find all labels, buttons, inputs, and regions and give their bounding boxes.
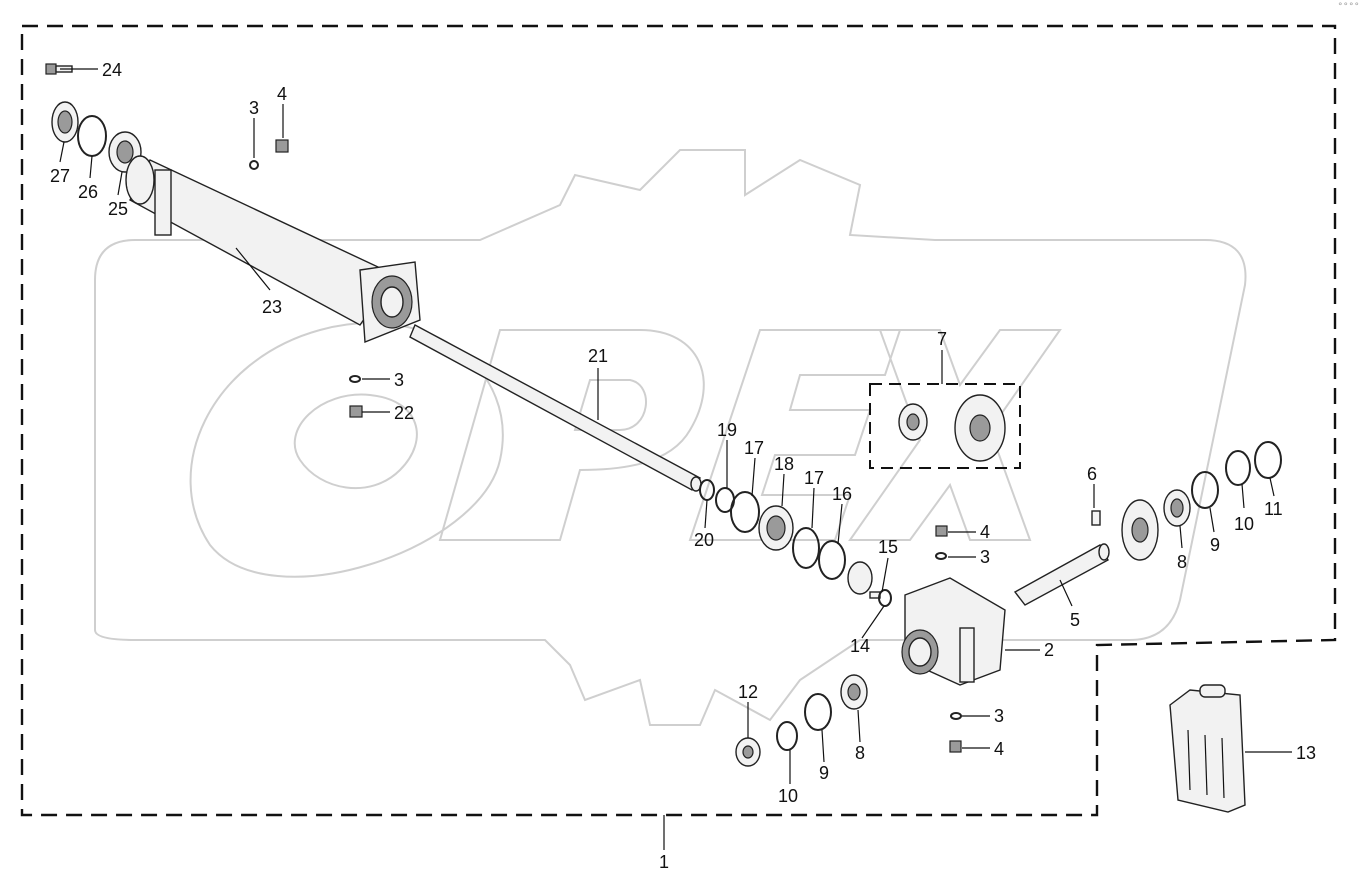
part-9-ring-lower — [804, 693, 832, 731]
callout-18: 18 — [774, 454, 794, 474]
part-26-circlip — [77, 115, 107, 157]
part-11-ring — [1254, 441, 1282, 479]
part-18-bearing — [758, 505, 794, 551]
callout-8-lower: 8 — [855, 743, 865, 763]
callout-19: 19 — [717, 420, 737, 440]
watermark-letter-p — [438, 329, 705, 541]
part-17-ring-b — [792, 527, 820, 569]
part-13-oil-canister — [1169, 684, 1246, 813]
part-17-ring-a — [730, 491, 760, 533]
callout-11: 11 — [1264, 499, 1283, 519]
part-21-shaft — [409, 324, 702, 492]
callout-15: 15 — [878, 537, 898, 557]
leader-lines — [59, 68, 1292, 850]
part-4-plug-right — [935, 525, 948, 537]
watermark-letter-x — [848, 329, 1062, 541]
part-3-oring-top — [249, 160, 259, 170]
assembly-boundary — [20, 24, 1337, 817]
callout-3-right: 3 — [980, 547, 990, 567]
part-3-oring-lower — [950, 712, 962, 720]
callout-4-lower: 4 — [994, 739, 1004, 759]
callout-20: 20 — [694, 530, 714, 550]
callout-2: 2 — [1044, 640, 1054, 660]
callout-17-a: 17 — [744, 438, 764, 458]
part-7-gear-set — [898, 394, 1006, 462]
callout-16: 16 — [832, 484, 852, 504]
part-8-bearing-lower — [840, 674, 868, 710]
callout-22: 22 — [394, 403, 414, 423]
corner-mark: °°°° — [1338, 2, 1360, 12]
callout-24: 24 — [102, 60, 122, 80]
part-2-gearbox-housing — [901, 577, 1006, 686]
callout-1: 1 — [659, 852, 669, 872]
part-4-plug-lower — [949, 740, 962, 753]
callout-13: 13 — [1296, 743, 1316, 763]
callout-6: 6 — [1087, 464, 1097, 484]
callout-27: 27 — [50, 166, 70, 186]
callout-9-right: 9 — [1210, 535, 1220, 555]
part-4-plug-top — [275, 139, 289, 153]
part-10-circlip-lower — [776, 721, 798, 751]
callout-10-right: 10 — [1234, 514, 1254, 534]
callout-4-right: 4 — [980, 522, 990, 542]
watermark-logo — [94, 149, 1247, 726]
callout-7: 7 — [937, 329, 947, 349]
part-22-plug — [349, 405, 363, 418]
watermark-gear-outline — [94, 149, 1247, 726]
part-12-seal — [735, 737, 761, 767]
part-9-ring-right — [1191, 471, 1219, 509]
callout-3-lower: 3 — [994, 706, 1004, 726]
callout-21: 21 — [588, 346, 608, 366]
part-5-output-shaft — [1013, 543, 1110, 606]
part-gear-right — [1121, 499, 1159, 561]
gear-set-boundary — [869, 383, 1021, 469]
callout-23: 23 — [262, 297, 282, 317]
callout-10-lower: 10 — [778, 786, 798, 806]
callout-3-mid: 3 — [394, 370, 404, 390]
callout-5: 5 — [1070, 610, 1080, 630]
callout-3-top: 3 — [249, 98, 259, 118]
part-16-circlip — [818, 540, 846, 580]
part-14-15-pinion — [847, 561, 892, 607]
callout-9-lower: 9 — [819, 763, 829, 783]
part-10-circlip-right — [1225, 450, 1251, 486]
part-27-seal — [51, 101, 79, 143]
callout-12: 12 — [738, 682, 758, 702]
callout-14: 14 — [850, 636, 870, 656]
callout-4-top: 4 — [277, 84, 287, 104]
part-23-tube-housing — [125, 155, 421, 344]
part-6-key — [1091, 510, 1101, 526]
part-3-oring-right — [935, 552, 947, 560]
callout-8-right: 8 — [1177, 552, 1187, 572]
part-8-bearing-right — [1163, 489, 1191, 527]
callout-26: 26 — [78, 182, 98, 202]
callout-17-b: 17 — [804, 468, 824, 488]
callout-25: 25 — [108, 199, 128, 219]
callout-labels: 24 27 26 25 3 4 23 3 22 21 20 19 17 18 1… — [50, 60, 1316, 872]
part-3-oring-mid — [349, 375, 361, 383]
